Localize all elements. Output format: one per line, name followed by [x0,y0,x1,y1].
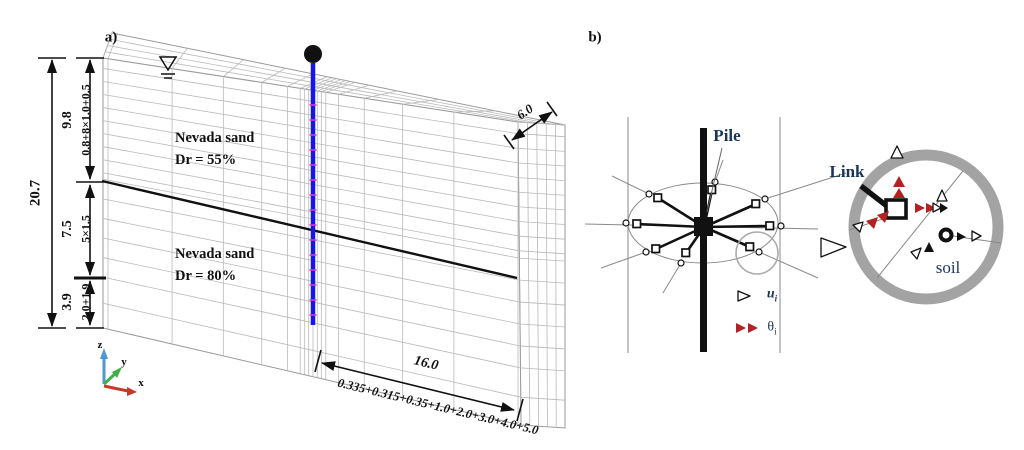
z-axis-label: z [97,339,103,351]
x-axis-arrow [103,384,129,393]
dim-h3-label: 3.9 [60,293,75,311]
pile-bar [700,128,707,352]
y-axis-label: y [121,356,127,368]
soil-node [938,227,954,243]
dim-h2-breakdown-label: 5×1.5 [78,215,93,243]
black-markers [924,203,966,252]
legend-u-label: ui [766,286,778,304]
link-extension-lines [600,159,847,294]
soil-label: soil [935,258,961,277]
pile-soil-link-schematic [584,117,1004,353]
legend-theta-label: θi [767,319,777,337]
legend-u-symbol [737,290,751,302]
x-axis-label: x [138,377,144,389]
link-end-circles [622,178,785,267]
pile-label: Pile [713,126,741,145]
dim-depth [503,101,558,150]
dim-h1-breakdown-label: 0.8+8×1.0+0.5 [78,84,93,156]
legend-theta-symbol [736,323,758,333]
panel-b-label: b) [588,29,602,46]
dim-h1-label: 9.8 [60,111,75,129]
dim-total-label: 20.7 [27,179,44,207]
pile-link-ticks [309,104,317,316]
soil-ring [848,149,1004,305]
pile-head-mass-icon [304,45,322,63]
rotation-markers [866,176,936,229]
soil-layer-1-label: Nevada sand Dr = 55% [175,130,255,169]
dim-h3-breakdown-label: 2.0+1.9 [78,283,93,321]
link-end-squares [632,185,775,258]
y-axis-arrow [102,371,118,386]
mesh-right-face [517,121,566,429]
dim-h2-label: 7.5 [60,220,75,238]
displacement-markers [852,145,982,260]
dim-layer-heights [74,57,106,329]
dim-total-height [38,57,66,329]
soil-zoom-inset [848,145,1004,305]
pile-label-leader [706,147,723,213]
soil-layer-2-label: Nevada sand Dr = 80% [175,246,255,285]
link-node-square [884,198,908,220]
axes-triad [100,348,137,396]
pile [304,45,322,325]
fe-mesh-block [101,32,566,429]
dim-width [314,349,524,422]
link-label: Link [829,162,865,181]
highlight-circle [735,231,779,275]
pile-section-hub [694,217,713,236]
panel-a-label: a) [104,29,118,46]
soil-layer-boundary-line [101,179,518,280]
water-table-icon [158,56,178,79]
zoom-pointer-triangle [820,237,847,258]
